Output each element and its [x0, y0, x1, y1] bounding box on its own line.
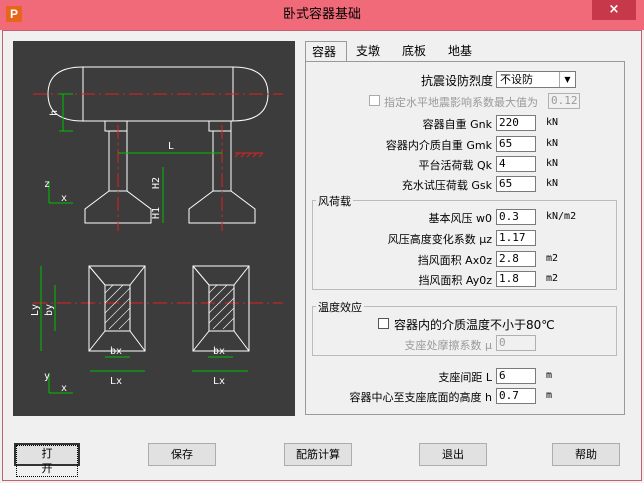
seismic-select[interactable]: 不设防 ▼ — [496, 71, 576, 88]
wind-pressure-label: 基本风压 w0 — [428, 212, 493, 225]
hydro-unit: kN — [546, 178, 559, 189]
label-y: y — [44, 371, 50, 382]
height-coef-input[interactable]: 1.17 — [496, 230, 536, 246]
label-bx-left: bx — [110, 346, 122, 357]
label-by: by — [44, 304, 55, 316]
label-Lx-right: Lx — [213, 376, 225, 387]
platform-input[interactable]: 4 — [496, 156, 536, 172]
temperature-group-title: 温度效应 — [316, 299, 364, 315]
plan-views — [88, 265, 250, 352]
max-coef-label: 指定水平地震影响系数最大值为 — [384, 96, 538, 109]
medium-input[interactable]: 65 — [496, 136, 536, 152]
open-button-label: 打开 — [16, 445, 78, 477]
spacing-label: 支座间距 L — [438, 371, 492, 384]
height-unit: m — [546, 390, 553, 401]
seismic-select-value: 不设防 — [500, 73, 533, 86]
weight-unit: kN — [546, 117, 559, 128]
seismic-label: 抗震设防烈度 — [421, 74, 494, 88]
area-y-label: 挡风面积 Ay0z — [418, 274, 492, 287]
exit-button[interactable]: 退出 — [419, 443, 487, 466]
wind-group-title: 风荷载 — [316, 193, 353, 209]
open-button[interactable]: 打开 — [14, 443, 80, 477]
area-x-label: 挡风面积 Ax0z — [417, 254, 492, 267]
medium-unit: kN — [546, 138, 559, 149]
help-button[interactable]: 帮助 — [552, 443, 620, 466]
max-coef-input[interactable]: 0.12 — [548, 93, 580, 109]
platform-label: 平台活荷载 Qk — [418, 159, 492, 172]
weight-label: 容器自重 Gnk — [422, 118, 492, 131]
area-y-input[interactable]: 1.8 — [496, 271, 536, 287]
wind-group — [312, 200, 617, 290]
spacing-unit: m — [546, 370, 553, 381]
label-z: z — [44, 179, 50, 190]
vessel-diagram: h L H2 H1 z x y x Ly by bx Lx bx Lx — [13, 41, 295, 416]
height-label: 容器中心至支座底面的高度 h — [349, 391, 492, 404]
height-coef-label: 风压高度变化系数 μz — [387, 233, 492, 246]
medium-label: 容器内介质自重 Gmk — [385, 139, 492, 152]
area-x-input[interactable]: 2.8 — [496, 251, 536, 267]
friction-input[interactable]: 0 — [496, 335, 536, 351]
center-lines — [33, 93, 283, 304]
app-icon: P — [6, 6, 22, 22]
label-x-plan: x — [61, 383, 67, 394]
save-button[interactable]: 保存 — [148, 443, 216, 466]
tab-base-plate[interactable]: 底板 — [402, 44, 427, 58]
temperature-group — [312, 306, 617, 356]
vessel-drawing — [47, 66, 269, 224]
friction-label: 支座处摩擦系数 μ — [404, 339, 493, 352]
hydro-label: 充水试压荷载 Gsk — [401, 179, 492, 192]
platform-unit: kN — [546, 158, 559, 169]
rebar-calc-button[interactable]: 配筋计算 — [284, 443, 352, 466]
area-y-unit: m2 — [546, 273, 559, 284]
weight-input[interactable]: 220 — [496, 115, 536, 131]
label-L: L — [168, 141, 174, 152]
wind-pressure-unit: kN/m2 — [546, 211, 577, 222]
label-H1: H1 — [151, 207, 162, 219]
height-input[interactable]: 0.7 — [496, 388, 536, 404]
window-title: 卧式容器基础 — [282, 7, 361, 22]
dimension-lines — [40, 93, 248, 394]
wind-pressure-input[interactable]: 0.3 — [496, 209, 536, 225]
vessel-panel — [305, 61, 625, 415]
label-x-elev: x — [61, 193, 67, 204]
spacing-input[interactable]: 6 — [496, 368, 536, 384]
area-x-unit: m2 — [546, 253, 559, 264]
tab-pier[interactable]: 支墩 — [356, 44, 381, 58]
label-bx-right: bx — [213, 346, 225, 357]
temperature-check-label: 容器内的介质温度不小于80℃ — [394, 318, 555, 332]
tab-foundation[interactable]: 地基 — [448, 44, 473, 58]
close-button[interactable]: × — [592, 0, 636, 20]
chevron-down-icon[interactable]: ▼ — [559, 72, 575, 87]
temperature-checkbox[interactable] — [378, 318, 389, 329]
label-Ly: Ly — [30, 304, 41, 316]
label-h: h — [49, 110, 60, 116]
label-H2: H2 — [151, 177, 162, 189]
hydro-input[interactable]: 65 — [496, 176, 536, 192]
tab-vessel[interactable]: 容器 — [305, 41, 347, 61]
max-coef-checkbox[interactable] — [369, 95, 380, 106]
label-Lx-left: Lx — [110, 376, 122, 387]
title-bar: P 卧式容器基础 × — [0, 0, 644, 30]
